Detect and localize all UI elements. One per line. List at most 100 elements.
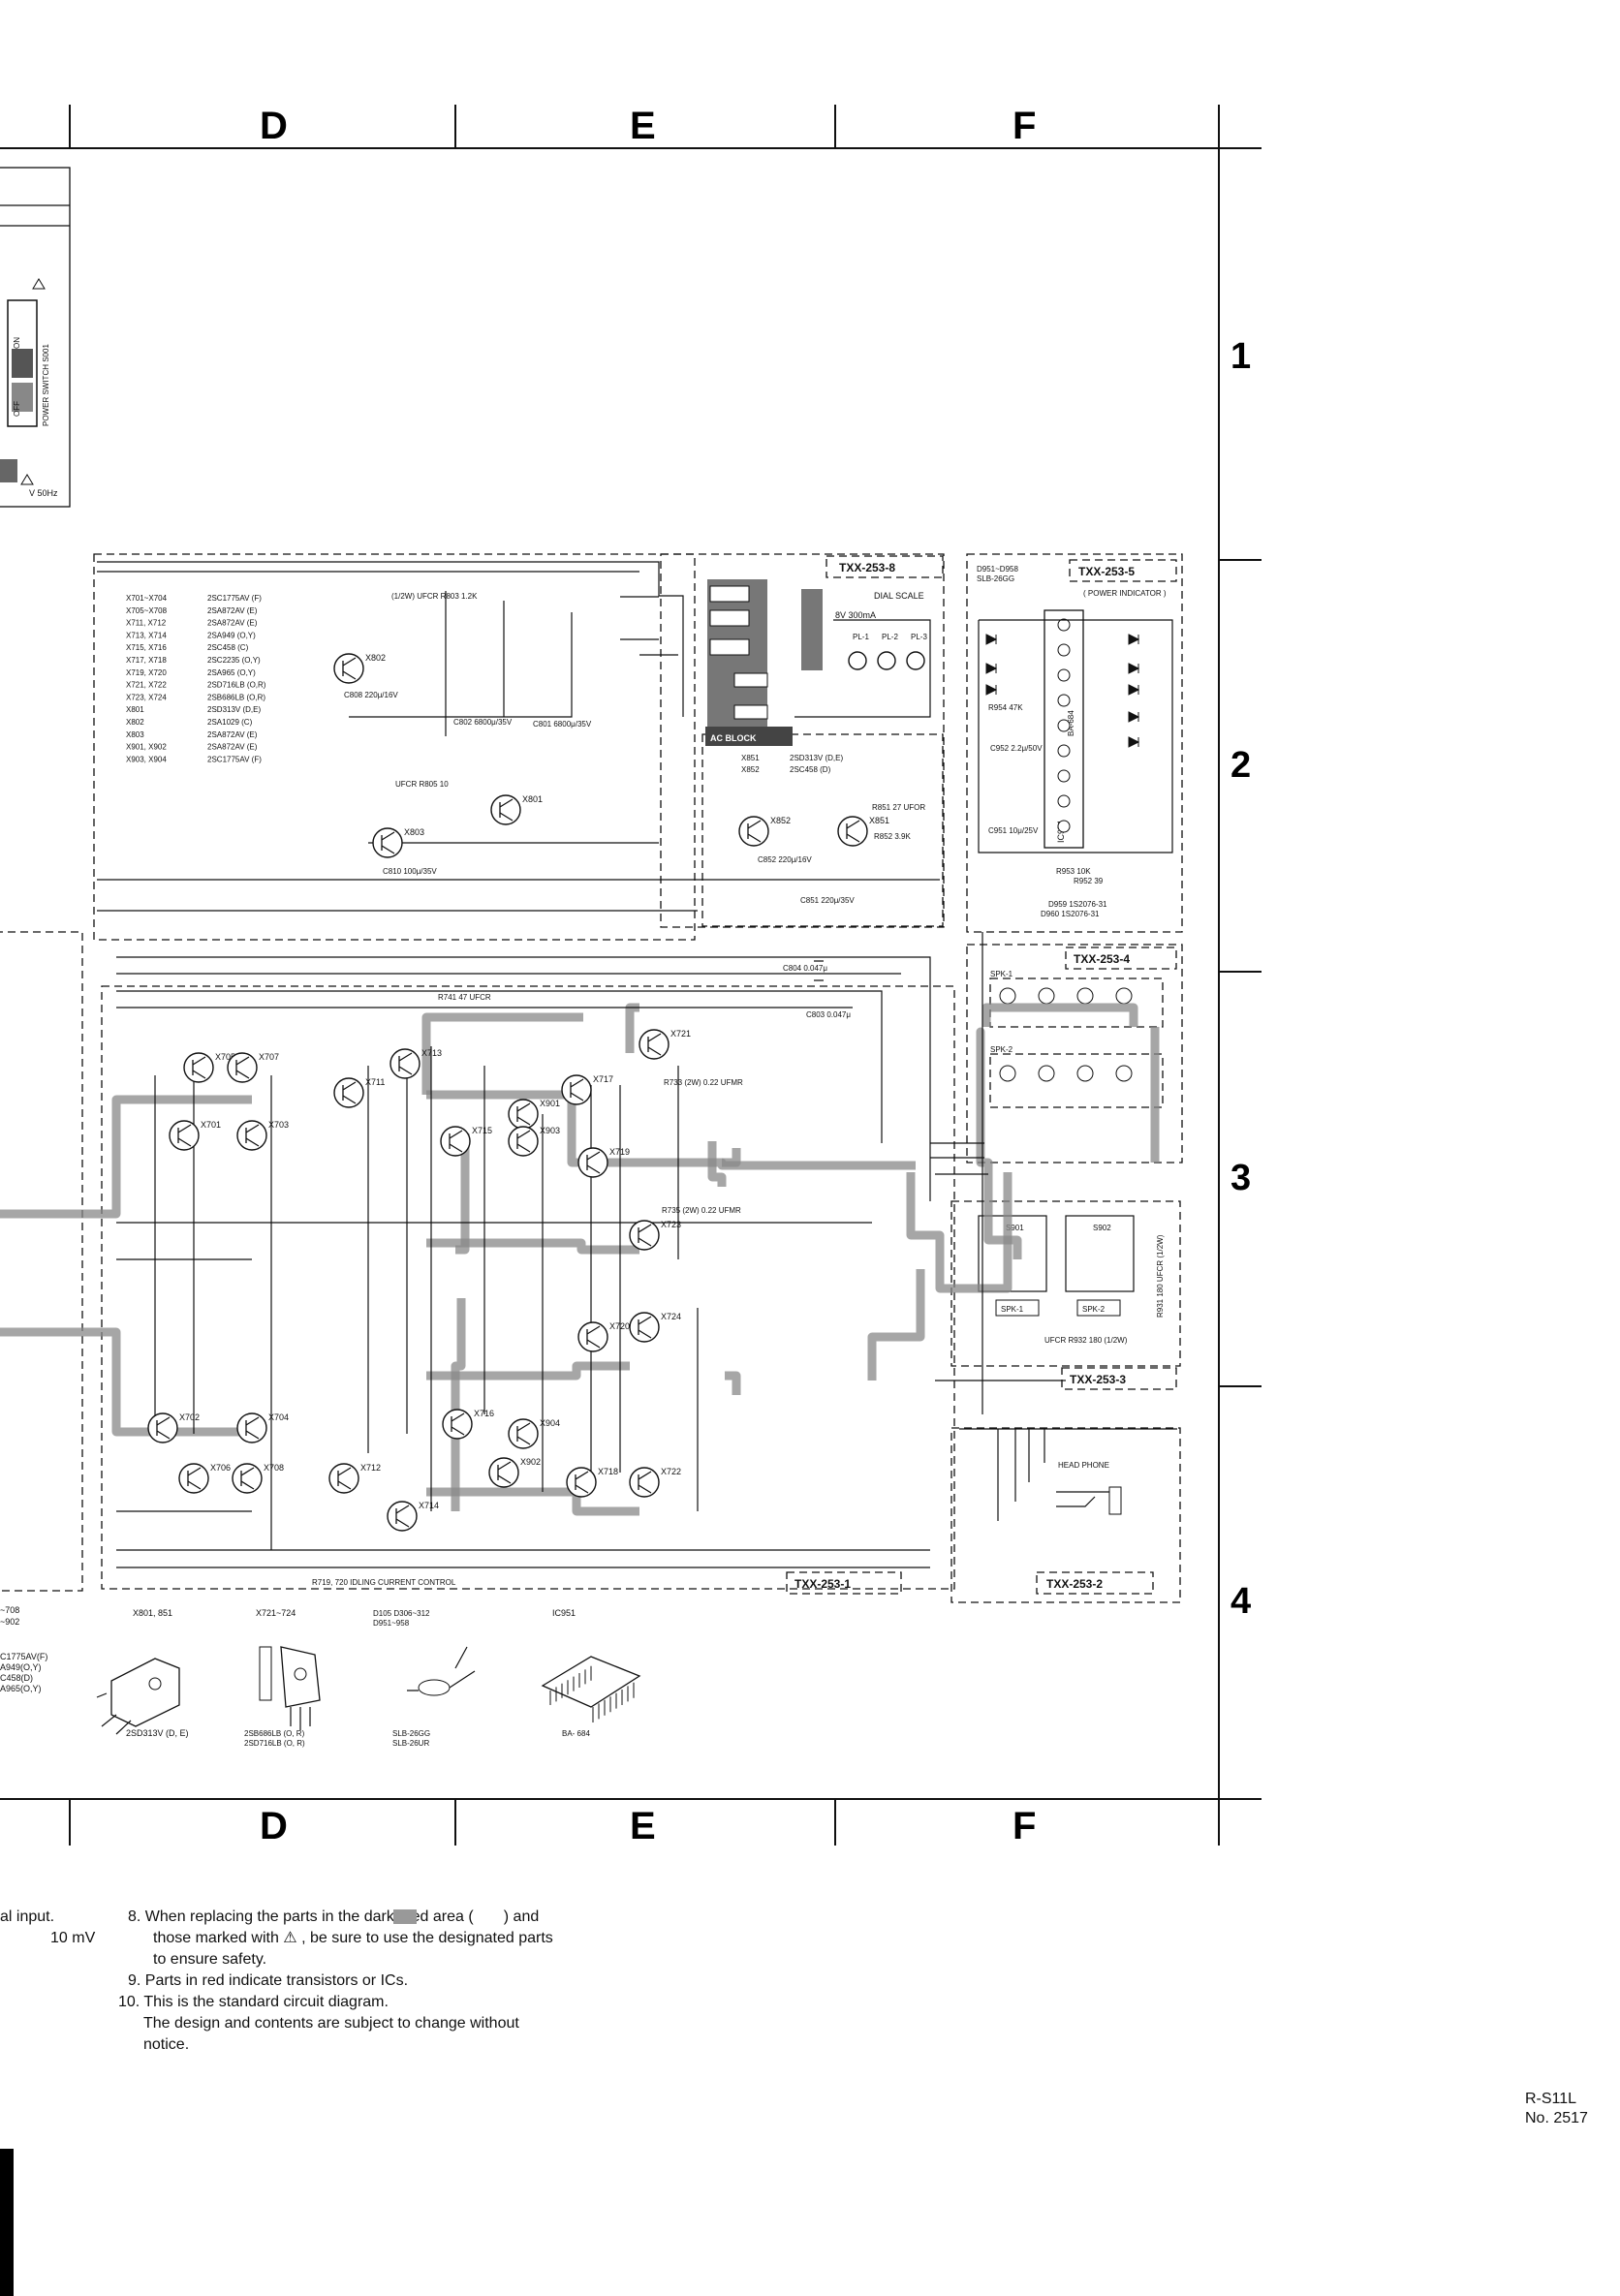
c952-label: C952 2.2μ/50V [990,744,1043,753]
ic-pin [1057,618,1071,632]
transistor-label: X714 [419,1501,439,1510]
relay-spk2-label: SPK-2 [1082,1305,1106,1314]
table-row-part: X717, X718 [126,656,167,665]
d960-label: D960 1S2076-31 [1041,910,1100,918]
dial-lamp-label: 8V 300mA [835,610,876,620]
warning-icon [32,278,46,290]
ic-pin [1057,744,1071,758]
led-diode-icon [1128,663,1140,674]
transistor-x903: X903 [508,1126,560,1157]
terminal-screw-icon [1115,987,1133,1005]
note-8-num: 8. [128,1908,141,1925]
headphone-jack [997,1429,1122,1521]
table-row-type: 2SA872AV (E) [207,743,258,752]
ic-pin [1057,694,1071,707]
transistor-label: X701 [201,1120,221,1130]
c810-label: C810 100μ/35V [383,867,437,876]
d959-label: D959 1S2076-31 [1048,900,1107,909]
doc-number: No. 2517 [1525,2110,1588,2126]
led-diode-icon [1128,684,1140,696]
column-label-f-bottom: F [1012,1805,1036,1847]
column-label-d-top: D [260,105,288,147]
transistor-x703: X703 [236,1120,289,1151]
spk1-terminal-label: SPK-1 [990,970,1013,978]
c851-label: C851 220μ/35V [800,896,855,905]
transistor-x706: X706 [178,1463,231,1494]
table-row-part: X852 [741,765,760,774]
transistor-x803: X803 [372,827,424,858]
transistor-label: X722 [661,1467,681,1476]
board-txx-253-3: TXX-253-3 [1070,1373,1126,1386]
transistor-label: X713 [421,1048,442,1058]
sheet-frame [0,105,1262,1846]
transistor-label: X901 [540,1099,560,1108]
transistor-label: X720 [609,1321,630,1331]
transistor-x851: X851 [837,816,889,847]
ic-pin [1057,794,1071,808]
terminal-screw-icon [1076,987,1094,1005]
board-txx-253-1: TXX-253-1 [794,1577,851,1591]
led-diode-icon [1128,711,1140,723]
transistor-x723: X723 [629,1220,681,1251]
transistor-label: X702 [179,1412,200,1422]
transistor-x714: X714 [387,1501,439,1532]
note-8-text: When replacing the parts in the darkened… [144,1908,553,1968]
left-note-1: al input. [0,1908,55,1925]
transistor-label: X718 [598,1467,618,1476]
transistor-x902: X902 [488,1457,541,1488]
switch-on-label: ON [13,337,21,349]
transistor-label: X711 [365,1077,385,1087]
transistor-label: X803 [404,827,424,837]
transistor-x713: X713 [389,1048,442,1079]
note-10: 10. This is the standard circuit diagram… [118,1992,519,2056]
note-9: 9. Parts in red indicate transistors or … [128,1970,408,1992]
table-row-type: 2SC1775AV (F) [207,755,262,763]
column-label-e-top: E [630,105,656,147]
transistor-x711: X711 [333,1077,385,1108]
transistor-label: X802 [365,653,386,663]
power-switch-box: V 50Hz POWER SWITCH S001 ON OFF [0,167,71,508]
signal-wires [97,561,1177,1568]
svg-text:PL-2: PL-2 [882,633,898,641]
terminal-screw-icon [1115,1065,1133,1082]
board-labels: TXX-253-8 TXX-253-5 TXX-253-4 TXX-253-3 … [312,555,1177,1595]
c808-label: C808 220μ/16V [344,691,398,699]
transistor-label: X723 [661,1220,681,1229]
transistor-x904: X904 [508,1418,560,1449]
transistor-label: X904 [540,1418,560,1428]
table-row-part: X711, X712 [126,619,167,628]
s901-label: S901 [1006,1224,1024,1232]
transistor-label: X717 [593,1074,613,1084]
transistor-label: X721 [670,1029,691,1039]
transistor-x704: X704 [236,1412,289,1443]
ba684-label: BA-684 [1067,710,1075,736]
board-txx-253-2: TXX-253-2 [1046,1577,1103,1591]
dial-lamps: PL-1 PL-2 PL-3 [794,619,931,718]
transistor-x716: X716 [442,1409,494,1440]
ic-pin [1057,643,1071,657]
table-row-type: 2SD313V (D,E) [207,705,261,714]
c804-label: C804 0.047μ [783,964,827,973]
table-row-part: X802 [126,718,144,727]
transistor-x718: X718 [566,1467,618,1498]
table-row-part: X715, X716 [126,643,167,652]
board-txx-253-8: TXX-253-8 [839,561,895,574]
idling-label: R719, 720 IDLING CURRENT CONTROL [312,1578,456,1587]
svg-text:PL-3: PL-3 [911,633,927,641]
r741-label: R741 47 UFCR [438,993,491,1002]
c852-label: C852 220μ/16V [758,855,812,864]
table-row-part: X803 [126,730,144,739]
left-note-2: 10 mV [50,1930,96,1946]
power-amp-traces [0,1003,1012,1516]
transistor-x721: X721 [639,1029,691,1060]
mains-label: V 50Hz [29,488,58,498]
table-row-type: 2SC458 (D) [790,765,831,774]
left-edge-parts: ~708~902 C1775AV(F)A949(O,Y) C458(D)A965… [0,1605,47,1693]
transistor-x701: X701 [169,1120,221,1151]
table-row-part: X701~X704 [126,594,168,603]
terminal-screw-icon [999,987,1016,1005]
r803-label: (1/2W) UFCR R803 1.2K [391,592,478,601]
row-label-1: 1 [1231,336,1251,377]
